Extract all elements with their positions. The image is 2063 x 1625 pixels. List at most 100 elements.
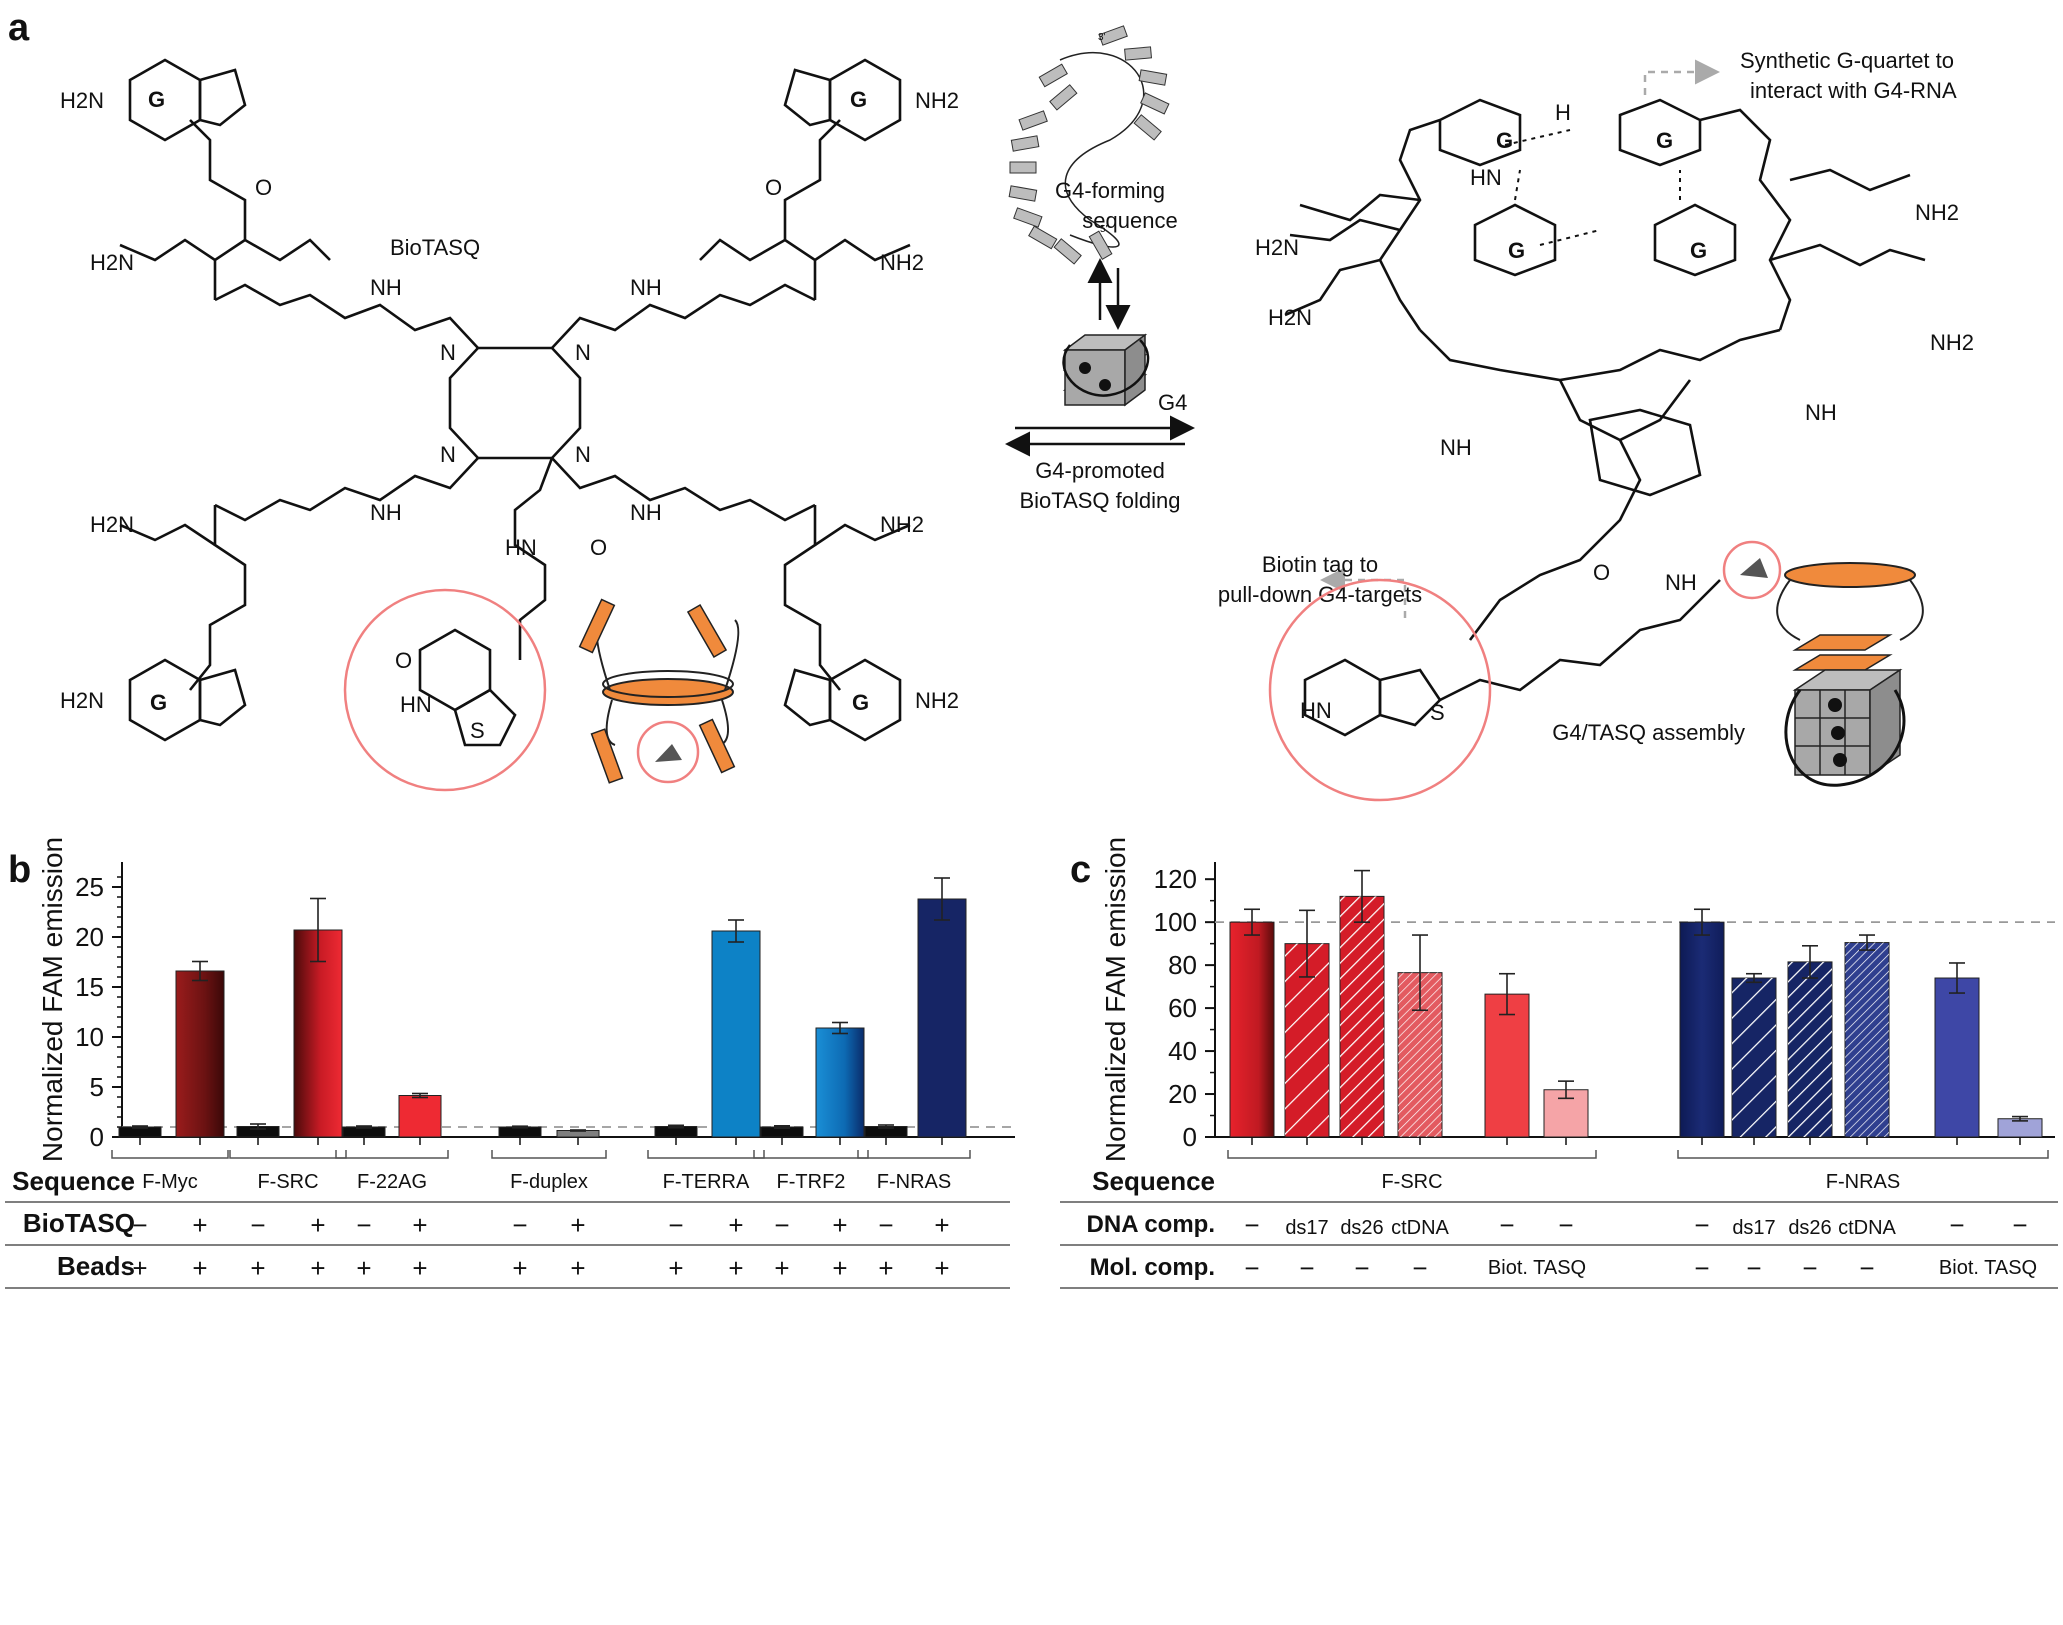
atom-s-biotin-r: S xyxy=(1430,700,1445,725)
guanine-label-ur: G xyxy=(850,87,867,112)
y-tick-label: 15 xyxy=(75,972,104,1002)
biotasq-sign: + xyxy=(832,1210,847,1240)
dna-comp-entry: ctDNA xyxy=(1838,1217,1896,1239)
panel-label-b: b xyxy=(8,849,31,891)
mol-comp-entry: Biot. TASQ xyxy=(1488,1257,1586,1279)
g4-tasq-assembly-cartoon: G4/TASQ assembly xyxy=(1552,540,1924,787)
quartet-g-3: G xyxy=(1508,238,1525,263)
bar-f-22ag-plus xyxy=(398,1095,442,1138)
beads-sign: + xyxy=(356,1253,371,1283)
atom-h2n-r2: H2N xyxy=(1268,305,1312,330)
group-bracket xyxy=(647,1150,765,1159)
beads-sign: + xyxy=(934,1253,949,1283)
bar-f-nras-plus xyxy=(917,898,967,1138)
panel-label-a: a xyxy=(8,7,30,49)
beads-sign: + xyxy=(774,1253,789,1283)
atom-n-1: N xyxy=(440,340,456,365)
biotasq-sign: + xyxy=(728,1210,743,1240)
guanine-label-ll: G xyxy=(150,690,167,715)
panel-label-c: c xyxy=(1070,849,1091,891)
biotin-highlight-circle-r xyxy=(1268,578,1492,802)
guanine-label-ul: G xyxy=(148,87,165,112)
g4-forming-label-1: G4-forming xyxy=(1055,178,1165,203)
panel-a-schematic: a xyxy=(8,7,1974,802)
bar-c-hatch xyxy=(1340,896,1384,1137)
biotasq-sign: + xyxy=(192,1210,207,1240)
y-tick-label: 60 xyxy=(1168,993,1197,1023)
beads-sign: + xyxy=(250,1253,265,1283)
dna-comp-entry: − xyxy=(1499,1210,1514,1240)
row-label-sequence: Sequence xyxy=(12,1166,135,1196)
atom-nh-r1: NH xyxy=(1805,400,1837,425)
group-label-f-22ag: F-22AG xyxy=(357,1171,427,1193)
atom-o-biotin: O xyxy=(395,648,412,673)
atom-hn-r1: HN xyxy=(1470,165,1502,190)
atom-h-r1: H xyxy=(1555,100,1571,125)
arm-upper-left xyxy=(214,283,479,349)
atom-o-3: O xyxy=(590,535,607,560)
atom-nh-r2: NH xyxy=(1440,435,1472,460)
synthetic-callout-arrow xyxy=(1643,59,1720,95)
biotasq-sign: − xyxy=(668,1210,683,1240)
atom-nh-r3: NH xyxy=(1665,570,1697,595)
bar-c-0 xyxy=(1229,921,1275,1138)
atom-o-2: O xyxy=(765,175,782,200)
group-label-f-src: F-SRC xyxy=(257,1171,318,1193)
beads-sign: + xyxy=(878,1253,893,1283)
biotasq-sign: + xyxy=(934,1210,949,1240)
atom-h2n-1: H2N xyxy=(60,88,104,113)
atom-hn-biotin-r: HN xyxy=(1300,698,1332,723)
arm-lower-left xyxy=(214,457,479,522)
biotasq-sign: − xyxy=(878,1210,893,1240)
dna-comp-entry: ds17 xyxy=(1285,1217,1328,1239)
atom-nh2-1: NH2 xyxy=(915,88,959,113)
atom-hn-biotin: HN xyxy=(400,692,432,717)
mol-comp-entry: − xyxy=(1694,1253,1709,1283)
group-label-f-terra: F-TERRA xyxy=(663,1171,750,1193)
mol-comp-entry: − xyxy=(1299,1253,1314,1283)
y-axis-title: Normalized FAM emission xyxy=(1100,837,1131,1162)
group-label-f-nras: F-NRAS xyxy=(1826,1171,1900,1193)
atom-h2n-r1: H2N xyxy=(1255,235,1299,260)
biotin-label-2: pull-down G4-targets xyxy=(1218,582,1422,607)
y-tick-label: 25 xyxy=(75,872,104,902)
folded-biotasq-structure xyxy=(1284,98,1926,737)
dna-comp-entry: − xyxy=(1558,1210,1573,1240)
beads-sign: + xyxy=(728,1253,743,1283)
prime5-label: 5' xyxy=(1100,224,1108,235)
dna-comp-entry: ctDNA xyxy=(1391,1217,1449,1239)
mol-comp-entry: − xyxy=(1354,1253,1369,1283)
dna-comp-entry: − xyxy=(1244,1210,1259,1240)
biotasq-sign: − xyxy=(250,1210,265,1240)
atom-nh2-2: NH2 xyxy=(915,688,959,713)
bar-c-6 xyxy=(1679,921,1725,1138)
atom-nh-3: NH xyxy=(370,500,402,525)
cyclen-ring xyxy=(448,346,582,460)
guanine-label-lr: G xyxy=(852,690,869,715)
mol-comp-entry: − xyxy=(1802,1253,1817,1283)
g4-cube-label: G4 xyxy=(1158,390,1187,415)
row-label-beads: Beads xyxy=(57,1251,135,1281)
group-bracket xyxy=(1677,1150,2049,1159)
biotasq-sign: − xyxy=(774,1210,789,1240)
y-tick-label: 10 xyxy=(75,1022,104,1052)
y-tick-label: 100 xyxy=(1154,907,1197,937)
group-label-f-trf2: F-TRF2 xyxy=(777,1171,846,1193)
atom-s-biotin: S xyxy=(470,718,485,743)
y-tick-label: 40 xyxy=(1168,1036,1197,1066)
row-label-sequence: Sequence xyxy=(1092,1166,1215,1196)
tasq-cartoon-open xyxy=(578,598,740,784)
bar-f-trf2-plus xyxy=(815,1027,865,1138)
mol-comp-entry: − xyxy=(1412,1253,1427,1283)
atom-nh-4: NH xyxy=(630,500,662,525)
bar-f-src-plus xyxy=(293,929,343,1138)
y-tick-label: 0 xyxy=(90,1122,104,1152)
atom-hn-linker: HN xyxy=(505,535,537,560)
beads-sign: + xyxy=(192,1253,207,1283)
quartet-g-1: G xyxy=(1496,128,1513,153)
group-bracket xyxy=(753,1150,869,1159)
row-label-biotasq: BioTASQ xyxy=(23,1208,135,1238)
